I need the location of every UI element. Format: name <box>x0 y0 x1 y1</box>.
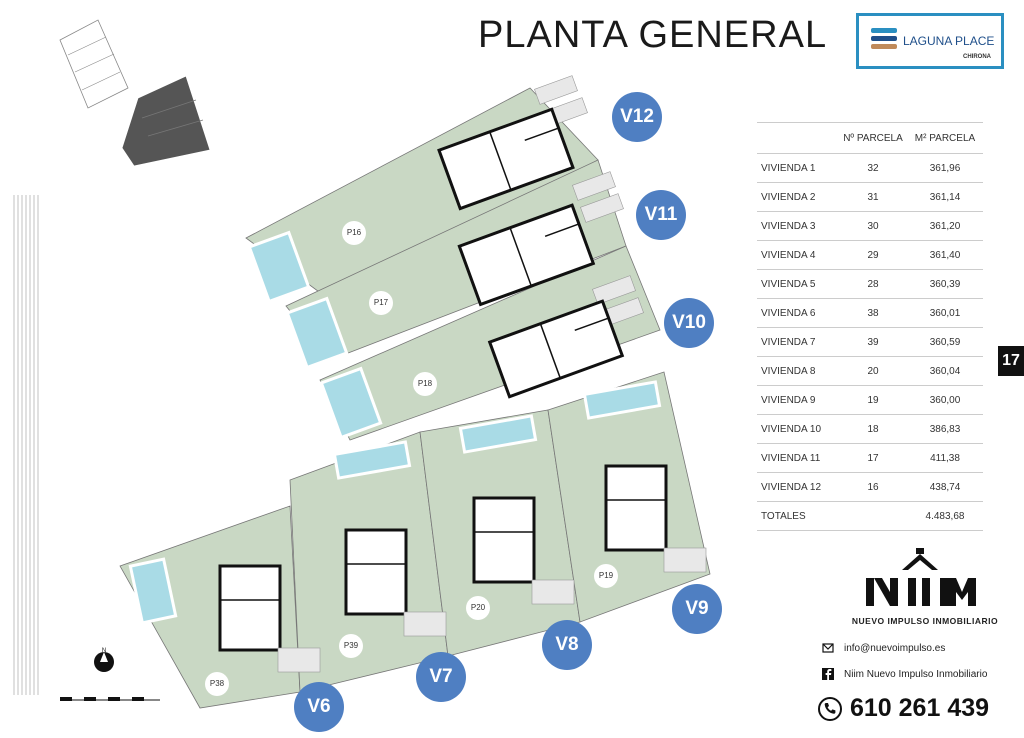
table-cell: 386,83 <box>907 414 983 444</box>
parcel-label-p19: P19 <box>594 564 618 588</box>
villa-marker-v8: V8 <box>542 620 592 670</box>
table-cell: VIVIENDA 4 <box>757 240 839 270</box>
table-cell: 29 <box>839 240 907 270</box>
niim-logo <box>866 548 976 606</box>
page-title: PLANTA GENERAL <box>478 14 828 56</box>
table-cell: 18 <box>839 414 907 444</box>
table-cell: 411,38 <box>907 443 983 473</box>
phone-contact[interactable]: 610 261 439 <box>818 694 989 723</box>
table-cell: VIVIENDA 9 <box>757 385 839 415</box>
parcel-label-p39: P39 <box>339 634 363 658</box>
north-label: N <box>102 648 106 654</box>
villa-marker-v6: V6 <box>294 682 344 732</box>
villa-marker-v12: V12 <box>612 92 662 142</box>
table-cell: VIVIENDA 8 <box>757 356 839 386</box>
table-cell: 16 <box>839 472 907 502</box>
villa-marker-v10: V10 <box>664 298 714 348</box>
table-cell: 360,59 <box>907 327 983 357</box>
table-header: M² PARCELA <box>907 122 983 154</box>
parcel-label-p38: P38 <box>205 672 229 696</box>
table-cell: VIVIENDA 1 <box>757 153 839 183</box>
upper-parcels <box>245 75 661 441</box>
table-cell: 39 <box>839 327 907 357</box>
table-cell: 30 <box>839 211 907 241</box>
table-cell: 32 <box>839 153 907 183</box>
table-cell: 361,14 <box>907 182 983 212</box>
facebook-icon <box>822 668 834 680</box>
page-number-badge: 17 <box>998 346 1024 376</box>
parcel-label-p20: P20 <box>466 596 490 620</box>
phone-icon <box>818 696 842 721</box>
table-cell: VIVIENDA 2 <box>757 182 839 212</box>
logo-stripes-icon <box>871 28 897 52</box>
table-cell: 361,20 <box>907 211 983 241</box>
north-arrow <box>94 652 114 672</box>
table-cell: 28 <box>839 269 907 299</box>
laguna-place-logo: LAGUNA PLACE CHIRONA <box>856 13 1004 69</box>
table-cell: VIVIENDA 6 <box>757 298 839 328</box>
email-contact[interactable]: info@nuevoimpulso.es <box>822 642 945 654</box>
table-header: Nº PARCELA <box>839 122 907 154</box>
lower-parcels <box>119 371 711 709</box>
table-cell: 360,39 <box>907 269 983 299</box>
table-cell: 31 <box>839 182 907 212</box>
table-cell: 361,96 <box>907 153 983 183</box>
table-cell: VIVIENDA 11 <box>757 443 839 473</box>
facebook-contact[interactable]: Niim Nuevo Impulso Inmobiliario <box>822 668 987 680</box>
table-cell: VIVIENDA 10 <box>757 414 839 444</box>
email-text[interactable]: info@nuevoimpulso.es <box>844 642 946 654</box>
table-cell: 38 <box>839 298 907 328</box>
parcel-label-p17: P17 <box>369 291 393 315</box>
villa-marker-v9: V9 <box>672 584 722 634</box>
table-cell: 438,74 <box>907 472 983 502</box>
scale-bar <box>60 697 160 701</box>
table-cell-empty <box>839 501 907 531</box>
table-cell: VIVIENDA 7 <box>757 327 839 357</box>
table-header-row: Nº PARCELA M² PARCELA <box>757 122 983 154</box>
table-cell: 19 <box>839 385 907 415</box>
villa-marker-v7: V7 <box>416 652 466 702</box>
table-cell: VIVIENDA 3 <box>757 211 839 241</box>
neighbor-plots <box>59 19 211 167</box>
table-header <box>757 122 839 154</box>
parcel-label-p18: P18 <box>413 372 437 396</box>
total-label: TOTALES <box>757 501 839 531</box>
table-cell: 360,01 <box>907 298 983 328</box>
logo-brand: LAGUNA PLACE <box>903 34 995 48</box>
table-cell: 360,00 <box>907 385 983 415</box>
villa-marker-v11: V11 <box>636 190 686 240</box>
table-cell: VIVIENDA 12 <box>757 472 839 502</box>
table-cell: VIVIENDA 5 <box>757 269 839 299</box>
phone-number[interactable]: 610 261 439 <box>850 694 990 722</box>
mail-icon <box>822 643 834 653</box>
logo-location: CHIRONA <box>963 54 991 60</box>
agency-name: NUEVO IMPULSO INMOBILIARIO <box>851 616 999 626</box>
table-cell: 20 <box>839 356 907 386</box>
table-cell: 360,04 <box>907 356 983 386</box>
total-value: 4.483,68 <box>907 501 983 531</box>
table-total-row: TOTALES 4.483,68 <box>757 501 983 531</box>
table-cell: 17 <box>839 443 907 473</box>
vertical-disclaimer-text <box>13 195 39 695</box>
facebook-text[interactable]: Niim Nuevo Impulso Inmobiliario <box>844 668 988 680</box>
parcel-label-p16: P16 <box>342 221 366 245</box>
table-cell: 361,40 <box>907 240 983 270</box>
